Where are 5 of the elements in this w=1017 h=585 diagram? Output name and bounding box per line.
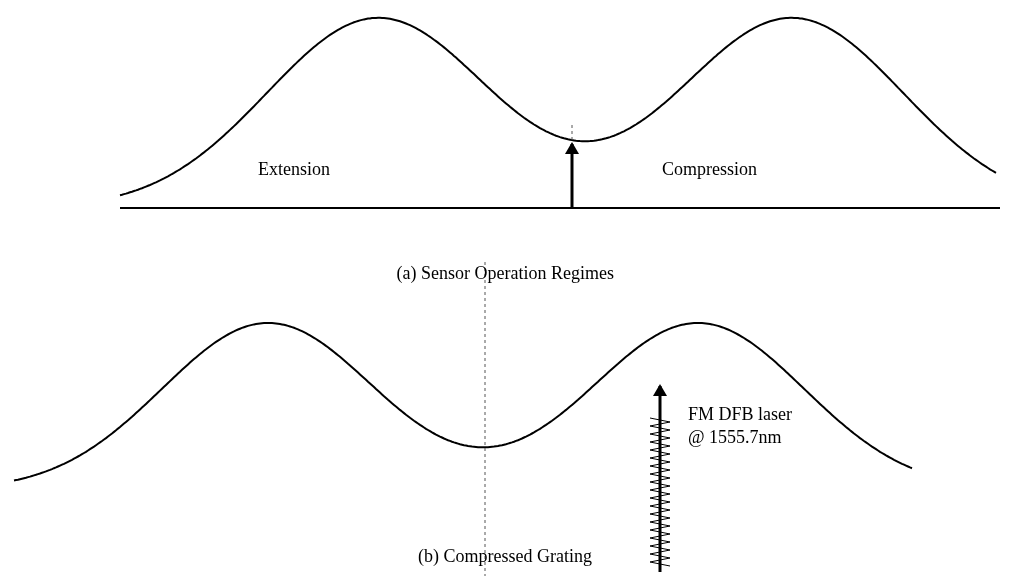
region-label: Extension [258, 158, 330, 181]
laser-label: FM DFB laser @ 1555.7nm [688, 403, 793, 448]
region-label: Compression [662, 158, 757, 181]
caption: (b) Compressed Grating [418, 545, 592, 568]
caption: (a) Sensor Operation Regimes [396, 262, 614, 285]
